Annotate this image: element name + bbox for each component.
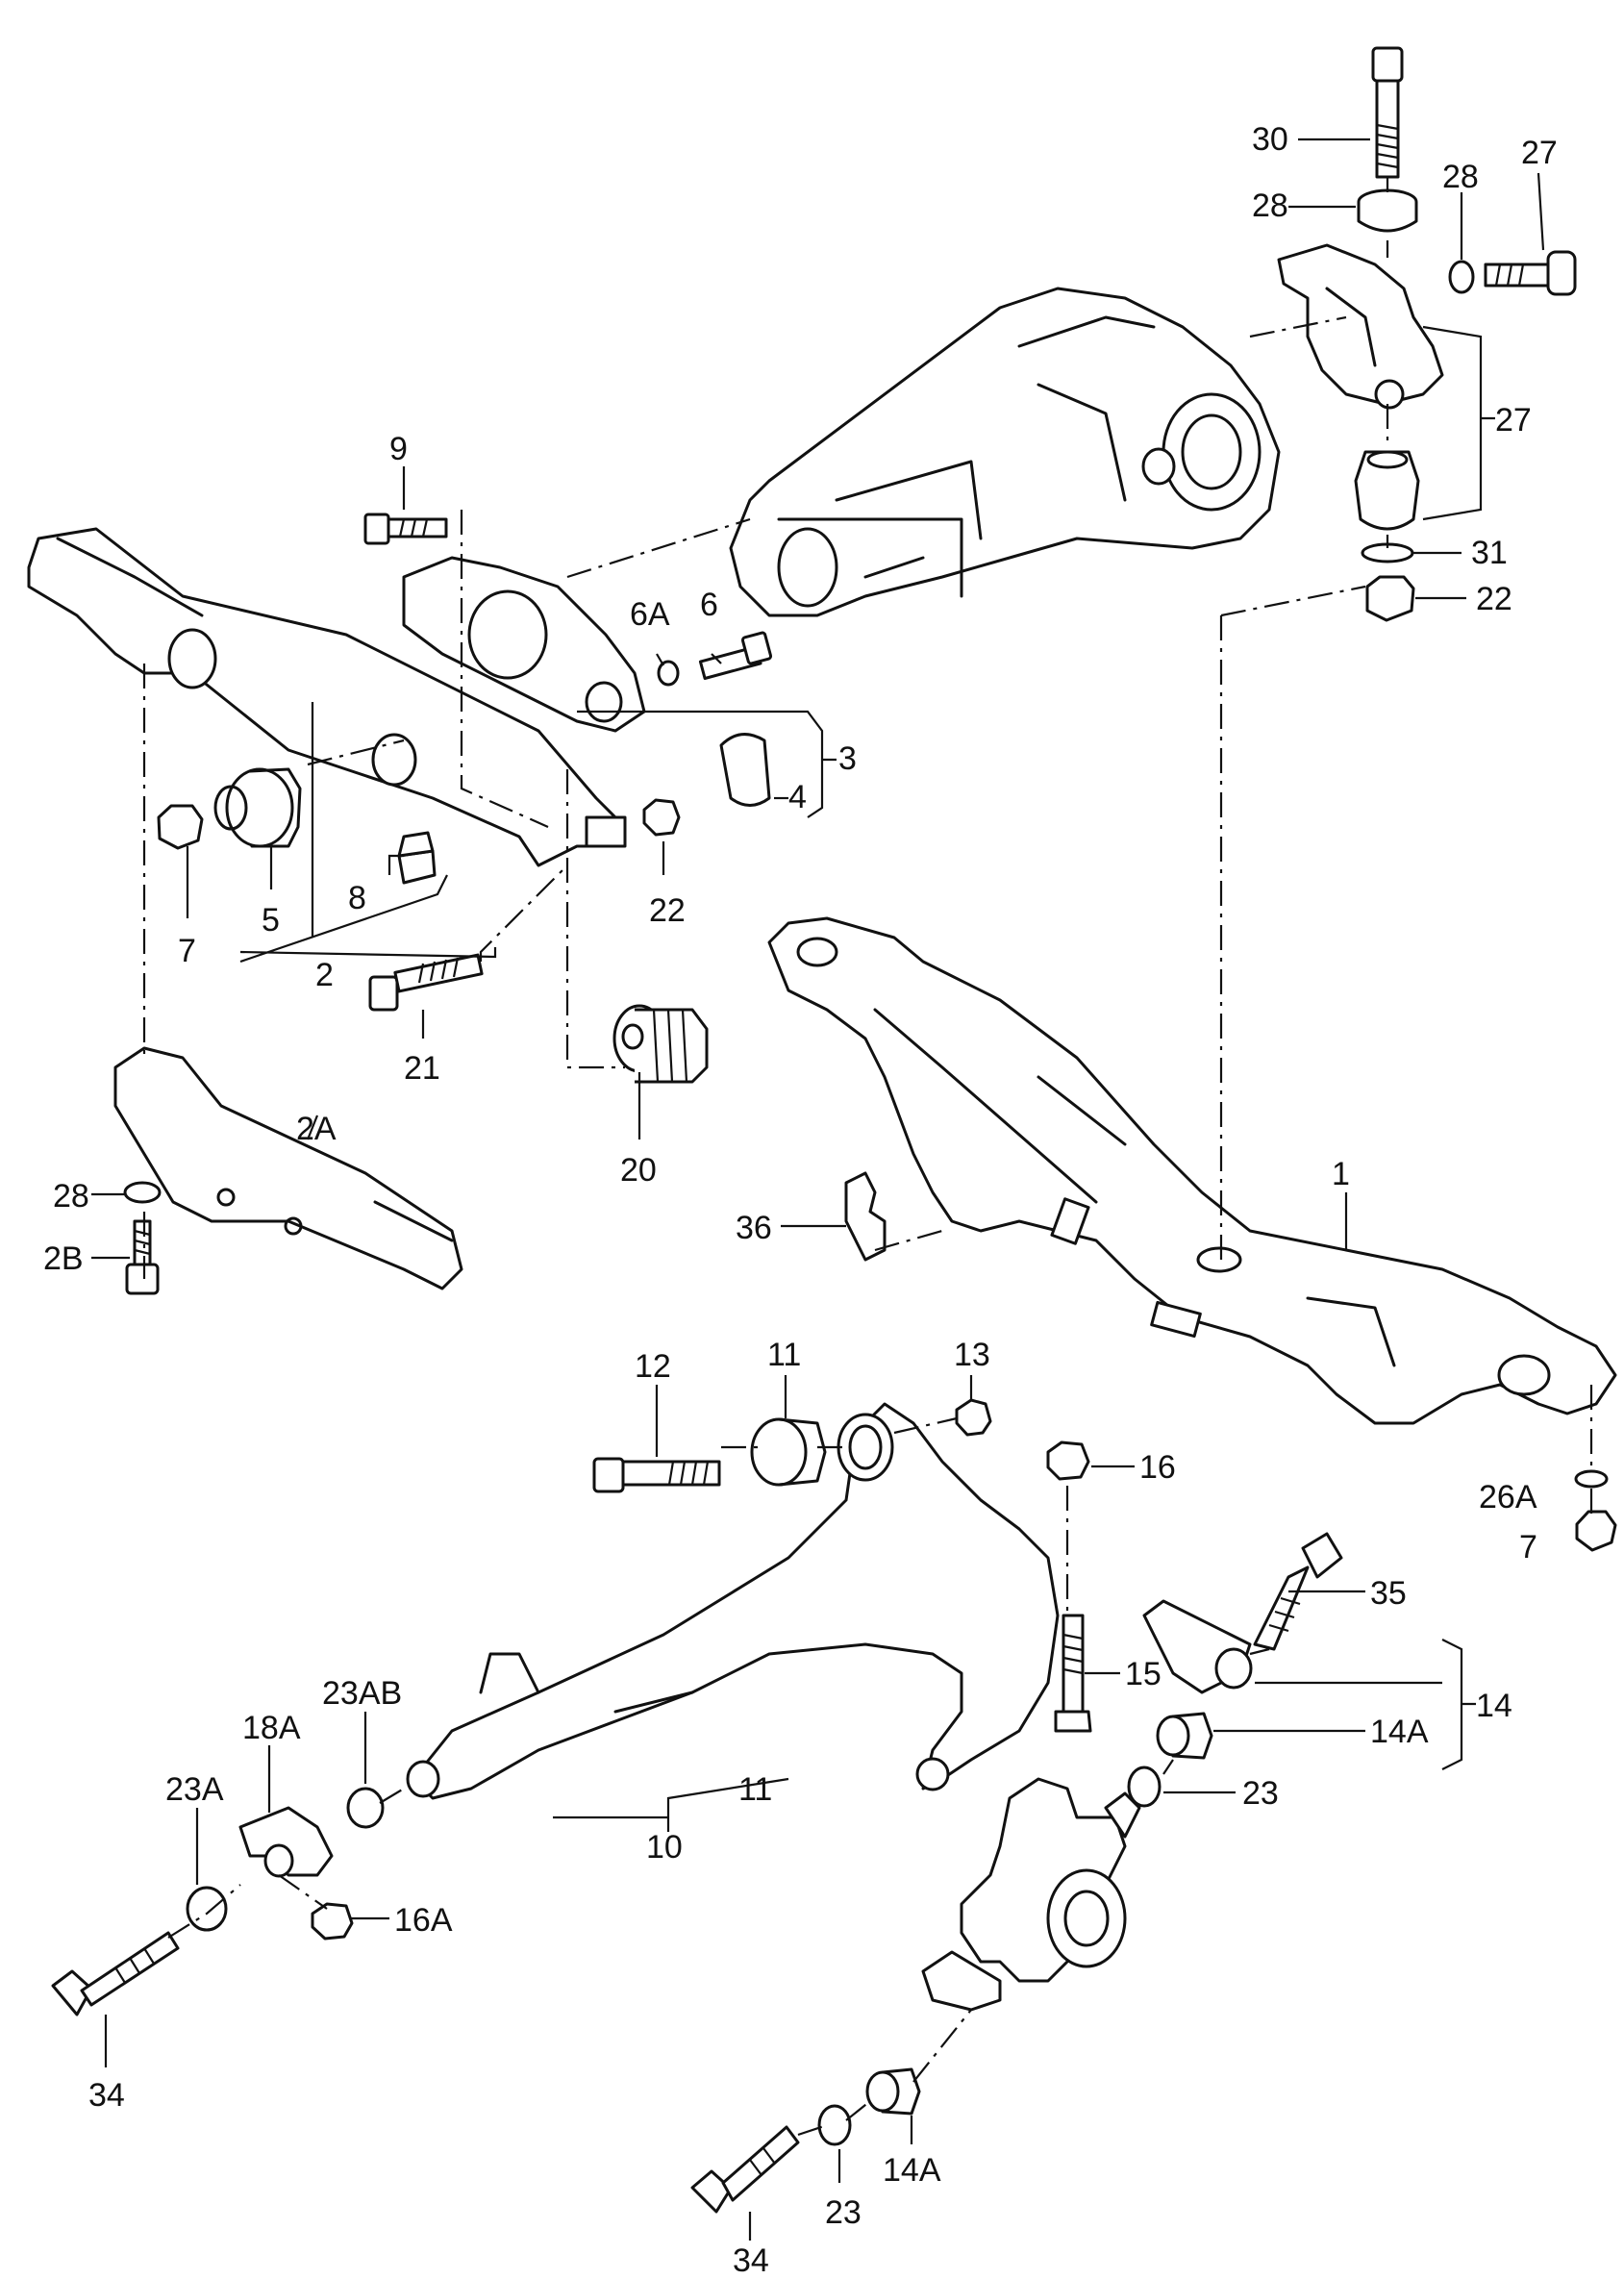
- washer-26A: [1574, 1469, 1609, 1489]
- bolt-34-left: [51, 1931, 180, 2016]
- bushing-11: [750, 1417, 827, 1487]
- label-22-left: 22: [649, 892, 686, 929]
- bushing-20: [612, 1004, 709, 1084]
- washer-23-upper: [1127, 1766, 1162, 1808]
- bolt-29: [1484, 250, 1577, 296]
- label-30: 28: [1252, 188, 1288, 224]
- nut-22-left: [642, 798, 681, 837]
- label-21: 21: [404, 1050, 440, 1087]
- nut-13: [955, 1398, 992, 1437]
- label-28-left: 28: [53, 1178, 89, 1215]
- clip-4: [719, 733, 771, 807]
- subframe-1: [767, 916, 1617, 1425]
- washer-23-lower: [817, 2104, 852, 2146]
- label-7-right: 7: [1519, 1529, 1537, 1565]
- label-32: 30: [1252, 121, 1288, 158]
- label-14A-upper: 14A: [1370, 1714, 1429, 1750]
- label-23AB: 23AB: [322, 1675, 402, 1712]
- label-7-left: 7: [178, 933, 196, 969]
- bracket-18A: [238, 1806, 334, 1878]
- label-4: 4: [788, 779, 807, 815]
- label-14A-lower: 14A: [883, 2152, 941, 2189]
- control-arm-10: [406, 1402, 1060, 1800]
- label-26A: 26A: [1479, 1479, 1537, 1515]
- label-23-lower: 23: [825, 2194, 862, 2231]
- label-9: 9: [389, 431, 408, 467]
- label-13: 13: [954, 1337, 990, 1373]
- label-leaders: [91, 138, 1545, 2241]
- wheel-bearing-housing: [921, 1777, 1141, 2012]
- bolt-32: [1371, 46, 1404, 179]
- label-29: 27: [1521, 135, 1558, 171]
- label-14: 14: [1476, 1688, 1512, 1724]
- bump-stop-8: [397, 831, 437, 885]
- differential-housing: [729, 287, 1281, 617]
- label-28-top: 28: [1442, 159, 1479, 195]
- label-36: 36: [736, 1210, 772, 1246]
- label-23A: 23A: [165, 1771, 224, 1808]
- label-16A: 16A: [394, 1902, 453, 1939]
- nut-7-left: [157, 804, 204, 850]
- rubber-mount-lower: [1354, 450, 1420, 531]
- rubber-mount-30: [1357, 188, 1418, 233]
- reinforcement-plate-2A: [113, 1046, 463, 1290]
- nut-22-top: [1365, 575, 1415, 622]
- washer-23AB: [346, 1787, 385, 1829]
- mounting-bracket-27: [1277, 243, 1444, 410]
- nut-16A: [311, 1902, 354, 1941]
- label-16: 16: [1139, 1449, 1176, 1486]
- label-31: 31: [1471, 535, 1508, 571]
- washer-28-left: [123, 1181, 162, 1204]
- bolt-12: [592, 1457, 721, 1493]
- label-34-left: 34: [88, 2077, 125, 2114]
- label-8: 8: [348, 880, 366, 916]
- bushing-14A-upper: [1156, 1712, 1213, 1760]
- label-1: 1: [1332, 1156, 1350, 1192]
- bolt-2B: [125, 1219, 160, 1295]
- nut-16: [1046, 1440, 1090, 1481]
- bolt-35: [1253, 1532, 1343, 1651]
- label-2A: 2A: [296, 1111, 337, 1147]
- label-3: 3: [838, 740, 857, 777]
- leader-lines: [142, 177, 1593, 2137]
- label-23-upper: 23: [1242, 1775, 1279, 1812]
- bracket-36: [844, 1171, 887, 1262]
- label-35: 35: [1370, 1575, 1407, 1612]
- bolt-34-lower: [690, 2125, 800, 2214]
- label-11-top: 11: [767, 1337, 801, 1373]
- nut-7-right: [1575, 1510, 1617, 1552]
- label-10: 10: [646, 1829, 683, 1866]
- label-2: 2: [315, 957, 334, 993]
- part-labels: 30 28 28 27 27 31 22 9 6A 6 3 4 7 5 8 2 …: [43, 121, 1558, 2279]
- label-20: 20: [620, 1152, 657, 1189]
- washer-6A: [657, 660, 680, 687]
- crossmember-2: [27, 527, 627, 867]
- washer-28: [1448, 260, 1475, 294]
- label-6A: 6A: [630, 596, 670, 633]
- bushing-14A-lower: [865, 2067, 921, 2116]
- bushing-5: [213, 767, 302, 848]
- label-2B: 2B: [43, 1240, 84, 1277]
- label-34-lower: 34: [733, 2242, 769, 2279]
- label-12: 12: [635, 1348, 671, 1385]
- link-14: [1142, 1599, 1253, 1694]
- label-6: 6: [700, 587, 718, 623]
- label-18A: 18A: [242, 1710, 301, 1746]
- washer-23A: [186, 1886, 228, 1932]
- bolt-21: [368, 953, 484, 1012]
- label-27: 27: [1495, 402, 1532, 438]
- label-15: 15: [1125, 1656, 1162, 1692]
- bolt-6: [698, 631, 773, 680]
- label-11-bottom: 11: [738, 1771, 772, 1808]
- label-5: 5: [262, 902, 280, 939]
- label-22-top: 22: [1476, 581, 1512, 617]
- bolt-15: [1054, 1614, 1092, 1733]
- bolt-9: [363, 513, 448, 545]
